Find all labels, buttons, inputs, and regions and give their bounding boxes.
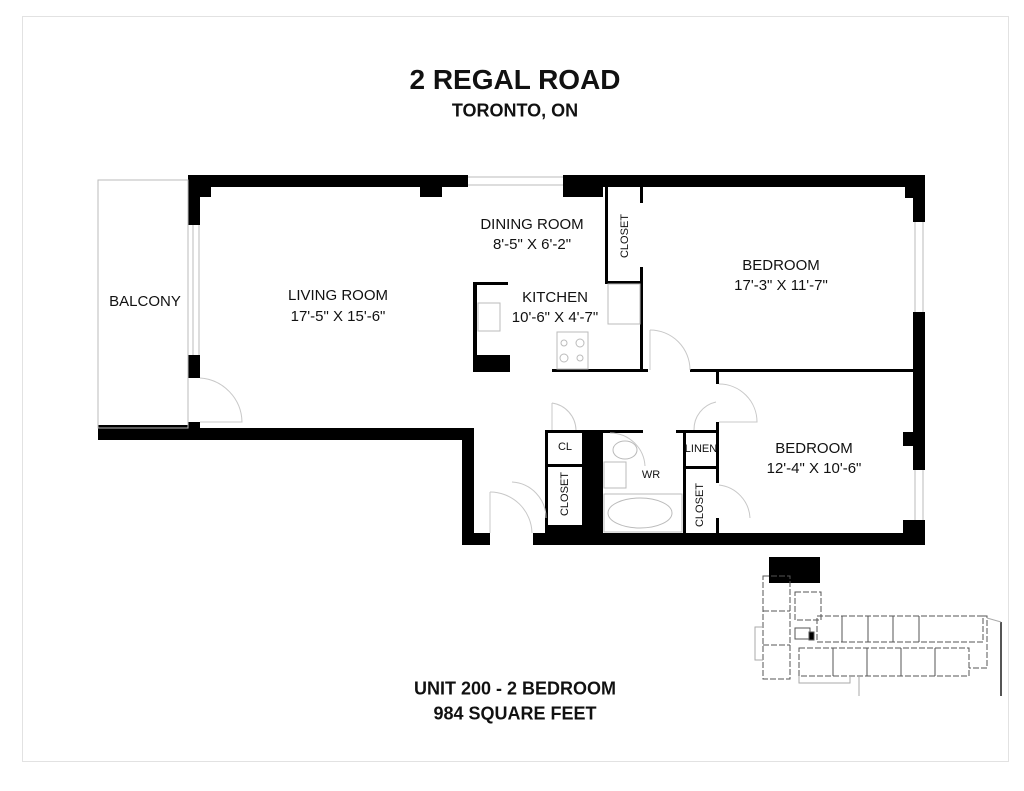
cl-label: CL bbox=[557, 441, 573, 453]
bedroom2-size: 12'-4" X 10'-6" bbox=[766, 460, 862, 477]
living-room-size: 17'-5" X 15'-6" bbox=[290, 308, 386, 325]
bathtub-icon bbox=[607, 497, 673, 529]
property-city: TORONTO, ON bbox=[451, 100, 579, 121]
closet-label-bedroom: CLOSET bbox=[694, 482, 706, 528]
linen-label: LINEN bbox=[684, 443, 718, 455]
bath-sink-icon bbox=[603, 461, 627, 489]
washroom-label: WR bbox=[641, 469, 661, 481]
windows-and-balcony bbox=[97, 176, 924, 520]
kitchen-size: 10'-6" X 4'-7" bbox=[511, 309, 599, 326]
kitchen-label: KITCHEN bbox=[522, 289, 588, 306]
dining-room-size: 8'-5" X 6'-2" bbox=[492, 236, 572, 253]
walls bbox=[98, 175, 925, 545]
door-swings bbox=[199, 329, 758, 534]
area-label: 984 SQUARE FEET bbox=[433, 703, 597, 724]
dining-room-label: DINING ROOM bbox=[480, 216, 584, 233]
fixtures bbox=[477, 283, 683, 533]
page-frame bbox=[22, 16, 1009, 762]
closet-label-top: CLOSET bbox=[619, 213, 631, 259]
key-plan bbox=[754, 557, 1002, 696]
toilet-icon bbox=[612, 440, 638, 460]
bedroom2-label: BEDROOM bbox=[775, 440, 853, 457]
bedroom1-size: 17'-3" X 11'-7" bbox=[734, 277, 828, 294]
balcony-label: BALCONY bbox=[109, 293, 181, 310]
kitchen-sink-icon bbox=[477, 302, 501, 332]
closet-label-entry: CLOSET bbox=[559, 471, 571, 517]
property-title: 2 REGAL ROAD bbox=[409, 64, 621, 95]
stove-icon bbox=[556, 331, 589, 370]
bedroom1-label: BEDROOM bbox=[742, 257, 820, 274]
unit-label: UNIT 200 - 2 BEDROOM bbox=[413, 678, 617, 699]
living-room-label: LIVING ROOM bbox=[287, 287, 389, 304]
